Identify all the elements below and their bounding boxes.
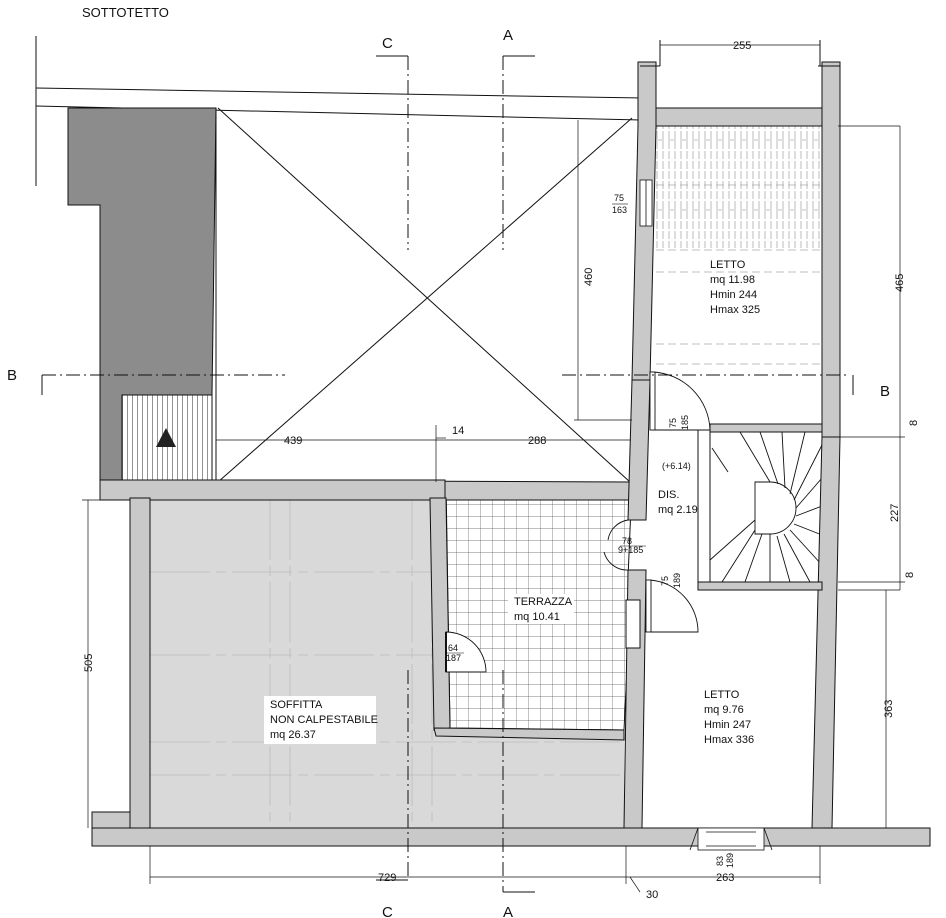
void-cross bbox=[217, 107, 633, 483]
svg-text:Hmin 244: Hmin 244 bbox=[710, 289, 757, 301]
svg-text:TERRAZZA: TERRAZZA bbox=[514, 596, 573, 608]
svg-text:75: 75 bbox=[668, 418, 678, 428]
svg-text:(+6.14): (+6.14) bbox=[662, 461, 691, 471]
dim-8-bottom: 8 bbox=[904, 572, 916, 578]
svg-text:mq 10.41: mq 10.41 bbox=[514, 611, 560, 623]
room-letto-upper: LETTO mq 11.98 Hmin 244 Hmax 325 bbox=[710, 259, 760, 316]
svg-text:64: 64 bbox=[448, 643, 458, 653]
svg-text:83: 83 bbox=[715, 856, 725, 866]
dim-439: 439 bbox=[284, 435, 302, 447]
opening-labels: 75 163 75 185 78 9+185 75 189 64 187 83 … bbox=[446, 193, 735, 868]
up-arrow-icon bbox=[156, 428, 176, 447]
room-letto-lower: LETTO mq 9.76 Hmin 247 Hmax 336 bbox=[704, 689, 754, 746]
svg-text:78: 78 bbox=[622, 536, 632, 546]
svg-text:9+185: 9+185 bbox=[618, 545, 643, 555]
svg-text:75: 75 bbox=[614, 193, 624, 203]
dim-227: 227 bbox=[889, 504, 901, 522]
svg-text:SOFFITTA: SOFFITTA bbox=[270, 699, 323, 711]
dim-363: 363 bbox=[883, 700, 895, 718]
room-terrazza: TERRAZZA mq 10.41 bbox=[508, 594, 574, 624]
dim-263: 263 bbox=[716, 872, 734, 884]
section-lines bbox=[42, 56, 850, 892]
room-soffitta: SOFFITTA NON CALPESTABILE mq 26.37 bbox=[264, 696, 378, 744]
svg-text:LETTO: LETTO bbox=[710, 259, 746, 271]
section-b-left: B bbox=[7, 367, 17, 384]
svg-text:DIS.: DIS. bbox=[658, 489, 679, 501]
dim-729: 729 bbox=[378, 872, 396, 884]
section-a-top: A bbox=[503, 27, 513, 44]
door-swings bbox=[445, 371, 711, 673]
dim-8-top: 8 bbox=[908, 420, 920, 426]
svg-text:Hmax 336: Hmax 336 bbox=[704, 734, 754, 746]
dimension-lines bbox=[82, 44, 905, 893]
section-c-bottom: C bbox=[382, 904, 393, 918]
dim-14: 14 bbox=[452, 425, 464, 437]
svg-text:187: 187 bbox=[446, 653, 461, 663]
section-a-bottom: A bbox=[503, 904, 513, 918]
upper-stair-hatch bbox=[656, 126, 822, 248]
spiral-stair bbox=[709, 431, 823, 583]
drawing-title: SOTTOTETTO bbox=[82, 5, 169, 20]
upper-opening bbox=[640, 40, 840, 67]
soffitta-area bbox=[150, 500, 624, 828]
dim-30: 30 bbox=[646, 889, 658, 901]
svg-text:mq 11.98: mq 11.98 bbox=[710, 274, 755, 286]
svg-text:LETTO: LETTO bbox=[704, 689, 740, 701]
svg-text:Hmin 247: Hmin 247 bbox=[704, 719, 751, 731]
svg-text:189: 189 bbox=[725, 853, 735, 868]
svg-text:Hmax 325: Hmax 325 bbox=[710, 304, 760, 316]
dim-465: 465 bbox=[894, 274, 906, 292]
section-b-right: B bbox=[880, 383, 890, 400]
svg-text:189: 189 bbox=[672, 573, 682, 588]
room-dis: (+6.14) DIS. mq 2.19 bbox=[658, 461, 698, 516]
svg-text:mq 26.37: mq 26.37 bbox=[270, 729, 316, 741]
dim-288: 288 bbox=[528, 435, 546, 447]
window-upper bbox=[639, 179, 653, 227]
section-c-top: C bbox=[382, 35, 393, 52]
svg-text:NON CALPESTABILE: NON CALPESTABILE bbox=[270, 714, 378, 726]
svg-text:mq 9.76: mq 9.76 bbox=[704, 704, 744, 716]
svg-text:mq 2.19: mq 2.19 bbox=[658, 504, 698, 516]
svg-text:185: 185 bbox=[680, 415, 690, 430]
svg-text:163: 163 bbox=[612, 205, 627, 215]
dim-460: 460 bbox=[583, 268, 595, 286]
dim-255: 255 bbox=[733, 40, 751, 52]
svg-text:75: 75 bbox=[660, 576, 670, 586]
window-bottom bbox=[689, 827, 773, 851]
dim-505: 505 bbox=[83, 654, 95, 672]
